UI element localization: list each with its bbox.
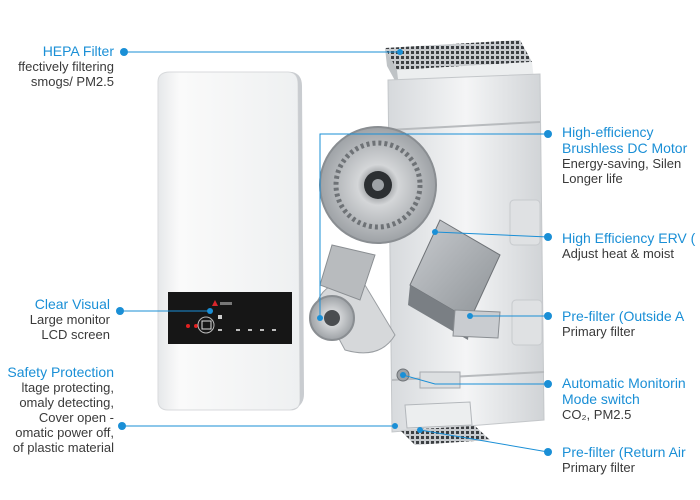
callout-title: Clear Visual	[34, 296, 110, 312]
callout-title: Safety Protection	[7, 364, 114, 380]
callout-prefilter-return: Pre-filter (Return Air Primary filter	[562, 444, 700, 475]
callout-desc-line: ltage protecting,	[21, 380, 114, 395]
callout-desc-line: LCD screen	[41, 327, 110, 342]
callout-desc-line: Primary filter	[562, 324, 635, 339]
callout-desc-line: smogs/ PM2.5	[30, 74, 114, 89]
callout-title: Mode switch	[562, 391, 640, 407]
callout-desc-line: of plastic material	[12, 440, 114, 455]
callout-auto-monitoring: Automatic Monitorin Mode switch CO₂, PM2…	[562, 375, 700, 422]
callout-desc-line: Cover open -	[38, 410, 114, 425]
callout-title: High-efficiency	[562, 124, 654, 140]
callout-title: HEPA Filter	[42, 43, 114, 59]
callout-desc-line: ffectively filtering	[18, 59, 114, 74]
callout-title: Brushless DC Motor	[562, 140, 688, 156]
front-panel	[157, 71, 304, 411]
callout-hepa-filter: HEPA Filter ffectively filtering smogs/ …	[18, 43, 114, 89]
leader-dots	[116, 48, 552, 456]
pre-filter-outside	[452, 309, 501, 339]
pre-filter-return	[400, 401, 490, 445]
callout-desc-line: Longer life	[562, 171, 623, 186]
callout-clear-visual: Clear Visual Large monitor LCD screen	[30, 296, 110, 342]
callout-desc-line: omaly detecting,	[19, 395, 114, 410]
callout-erv-core: High Efficiency ERV ( Adjust heat & mois…	[562, 230, 700, 261]
callout-prefilter-outside: Pre-filter (Outside A Primary filter	[562, 308, 700, 339]
callout-desc-line: omatic power off,	[15, 425, 114, 440]
callout-title: High Efficiency ERV (	[562, 230, 696, 246]
callout-title: Pre-filter (Return Air	[562, 444, 686, 460]
callout-desc-line: Large monitor	[29, 312, 110, 327]
callout-desc-line: CO₂, PM2.5	[562, 407, 632, 422]
upper-fan	[319, 126, 437, 244]
callout-brushless-motor: High-efficiency Brushless DC Motor Energ…	[562, 124, 700, 186]
callout-title: Automatic Monitorin	[562, 375, 686, 391]
callout-desc-line: Adjust heat & moist	[562, 246, 674, 261]
callout-desc-line: Primary filter	[562, 460, 635, 475]
callout-desc-line: Energy-saving, Silen	[562, 156, 682, 171]
callout-title: Pre-filter (Outside A	[562, 308, 685, 324]
leader-lines	[120, 51, 549, 453]
callout-safety-protection: Safety Protection ltage protecting, omal…	[7, 364, 114, 455]
